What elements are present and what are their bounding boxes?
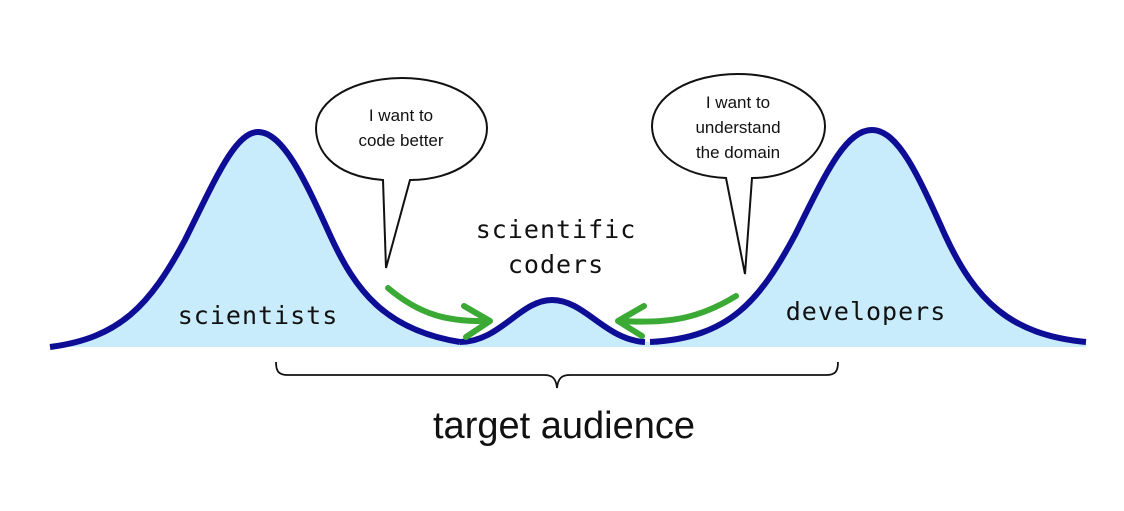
target-brace xyxy=(275,361,839,389)
label-coders: coders xyxy=(508,250,604,279)
speech-bubble-left-line1: I want to xyxy=(369,106,433,125)
speech-bubble-right: I want to understand the domain xyxy=(650,72,827,275)
developers-curve xyxy=(649,127,1087,345)
arrow-left-to-center xyxy=(385,285,493,340)
arrow-right-shaft xyxy=(617,293,739,325)
speech-bubble-right-line1: I want to xyxy=(706,93,770,112)
scientists-curve xyxy=(49,129,461,350)
speech-bubble-right-line3: the domain xyxy=(696,143,780,162)
arrow-left-head xyxy=(461,303,493,340)
coders-curve xyxy=(459,297,646,345)
speech-bubble-left-shape xyxy=(314,76,489,269)
label-target-audience: target audience xyxy=(433,405,695,447)
arrow-right-to-center xyxy=(615,293,739,339)
label-scientists: scientists xyxy=(178,301,339,330)
distribution-curve xyxy=(49,127,1087,350)
speech-bubble-right-line2: understand xyxy=(695,118,780,137)
coders-fill xyxy=(460,300,650,347)
arrow-right-head xyxy=(615,303,647,339)
speech-bubble-left-line2: code better xyxy=(358,131,443,150)
speech-bubble-right-shape xyxy=(650,72,827,275)
arrow-left-shaft xyxy=(385,285,491,325)
speech-bubble-left: I want to code better xyxy=(314,76,489,269)
label-scientific: scientific xyxy=(476,215,637,244)
label-developers: developers xyxy=(786,297,947,326)
